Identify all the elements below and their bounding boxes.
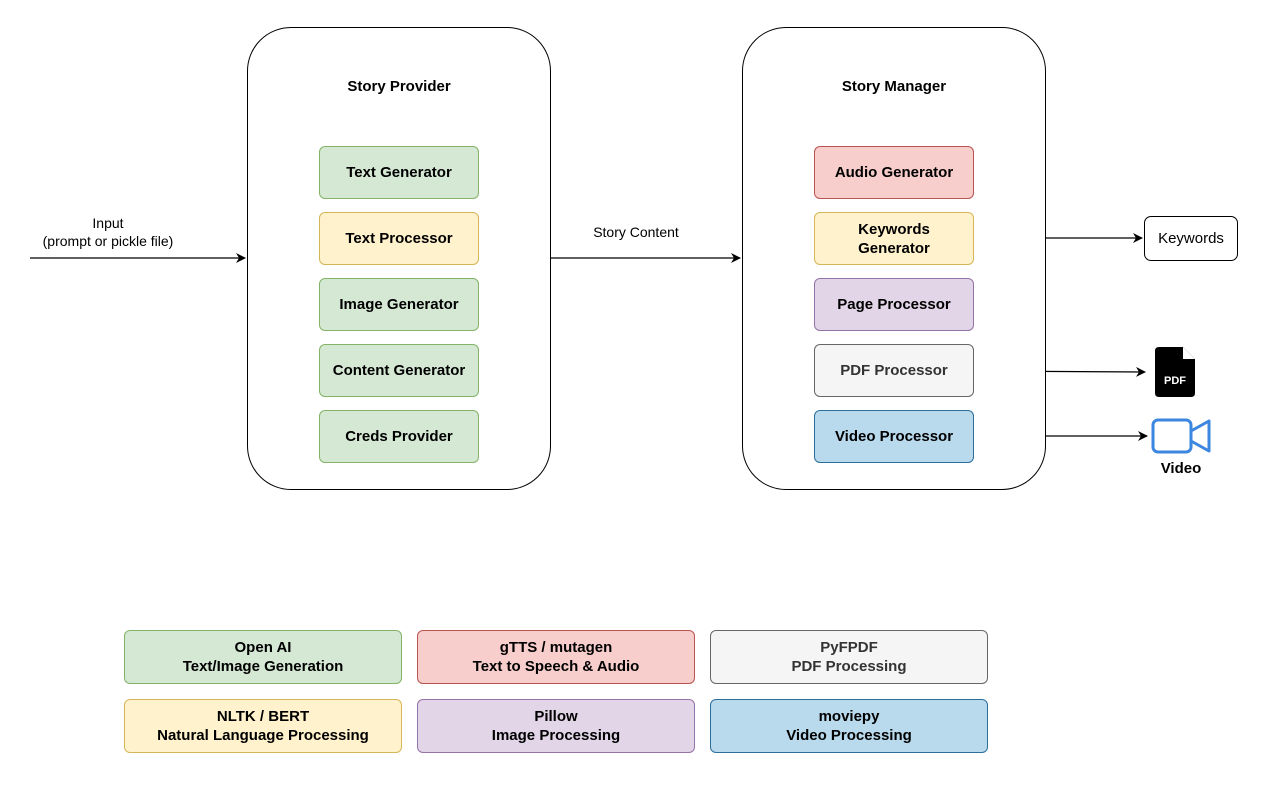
keywords-generator-line2: Generator (858, 239, 930, 257)
legend-desc: Text/Image Generation (182, 658, 344, 675)
legend-desc: Natural Language Processing (157, 727, 369, 744)
legend-lib: moviepy (818, 708, 880, 725)
legend-desc: Text to Speech & Audio (472, 658, 640, 675)
pdf-processor-module: PDF Processor (814, 344, 974, 397)
legend-lib: NLTK / BERT (216, 708, 310, 725)
input-label-line1: Input (92, 215, 124, 231)
keywords-generator-line1: Keywords (858, 220, 930, 238)
input-label-line2: (prompt or pickle file) (42, 233, 174, 249)
video-output-label: Video (1160, 460, 1202, 477)
legend-desc: Image Processing (491, 727, 621, 744)
image-generator-module: Image Generator (319, 278, 479, 331)
pdf-icon-text: PDF (1164, 375, 1186, 387)
keywords-output-box: Keywords (1144, 216, 1238, 261)
creds-provider-module: Creds Provider (319, 410, 479, 463)
legend-item-openai: Open AI Text/Image Generation (124, 630, 402, 684)
legend-desc: PDF Processing (791, 658, 907, 675)
video-camera-icon (1151, 418, 1211, 454)
story-provider-title: Story Provider (347, 78, 451, 95)
video-processor-module: Video Processor (814, 410, 974, 463)
legend-desc: Video Processing (786, 727, 912, 744)
story-content-label: Story Content (593, 224, 679, 240)
text-processor-module: Text Processor (319, 212, 479, 265)
page-processor-module: Page Processor (814, 278, 974, 331)
pdf-file-icon: PDF (1155, 347, 1195, 397)
audio-generator-module: Audio Generator (814, 146, 974, 199)
story-manager-title: Story Manager (841, 78, 947, 95)
legend-item-nltk: NLTK / BERT Natural Language Processing (124, 699, 402, 753)
text-generator-module: Text Generator (319, 146, 479, 199)
legend-item-moviepy: moviepy Video Processing (710, 699, 988, 753)
keywords-generator-module: Keywords Generator (814, 212, 974, 265)
content-generator-module: Content Generator (319, 344, 479, 397)
legend-lib: gTTS / mutagen (499, 639, 613, 656)
legend-item-pyfpdf: PyFPDF PDF Processing (710, 630, 988, 684)
input-label: Input (prompt or pickle file) (30, 214, 186, 250)
legend-item-gtts: gTTS / mutagen Text to Speech & Audio (417, 630, 695, 684)
legend-lib: PyFPDF (820, 639, 878, 656)
legend-lib: Open AI (234, 639, 292, 656)
legend-item-pillow: Pillow Image Processing (417, 699, 695, 753)
legend-lib: Pillow (534, 708, 578, 725)
